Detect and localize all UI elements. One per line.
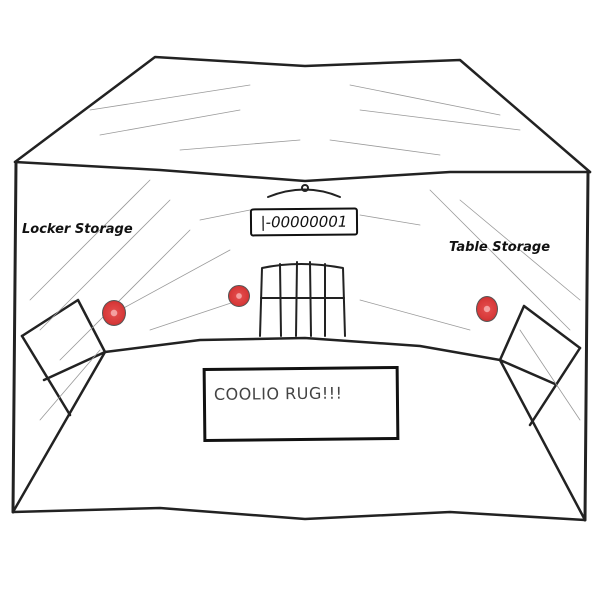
- hatching: [29, 84, 581, 421]
- right-table: [498, 304, 587, 522]
- table-storage-label: Table Storage: [449, 240, 551, 255]
- locker-storage-label: Locker Storage: [22, 222, 133, 237]
- rug[interactable]: COOLIO RUG!!!: [202, 365, 400, 443]
- walls: [11, 160, 590, 522]
- room-number-sign: |-00000001: [249, 207, 359, 237]
- rug-label: COOLIO RUG!!!: [213, 383, 343, 404]
- hotspot-center-wall[interactable]: [228, 285, 250, 307]
- back-wall-base: [103, 336, 502, 362]
- left-locker: [11, 298, 107, 514]
- hotspot-table-storage[interactable]: [476, 296, 498, 322]
- ceiling-lamp: [267, 184, 341, 198]
- ceiling: [13, 55, 592, 183]
- hotspot-locker-storage[interactable]: [102, 300, 126, 326]
- barred-gate-door: [259, 261, 346, 337]
